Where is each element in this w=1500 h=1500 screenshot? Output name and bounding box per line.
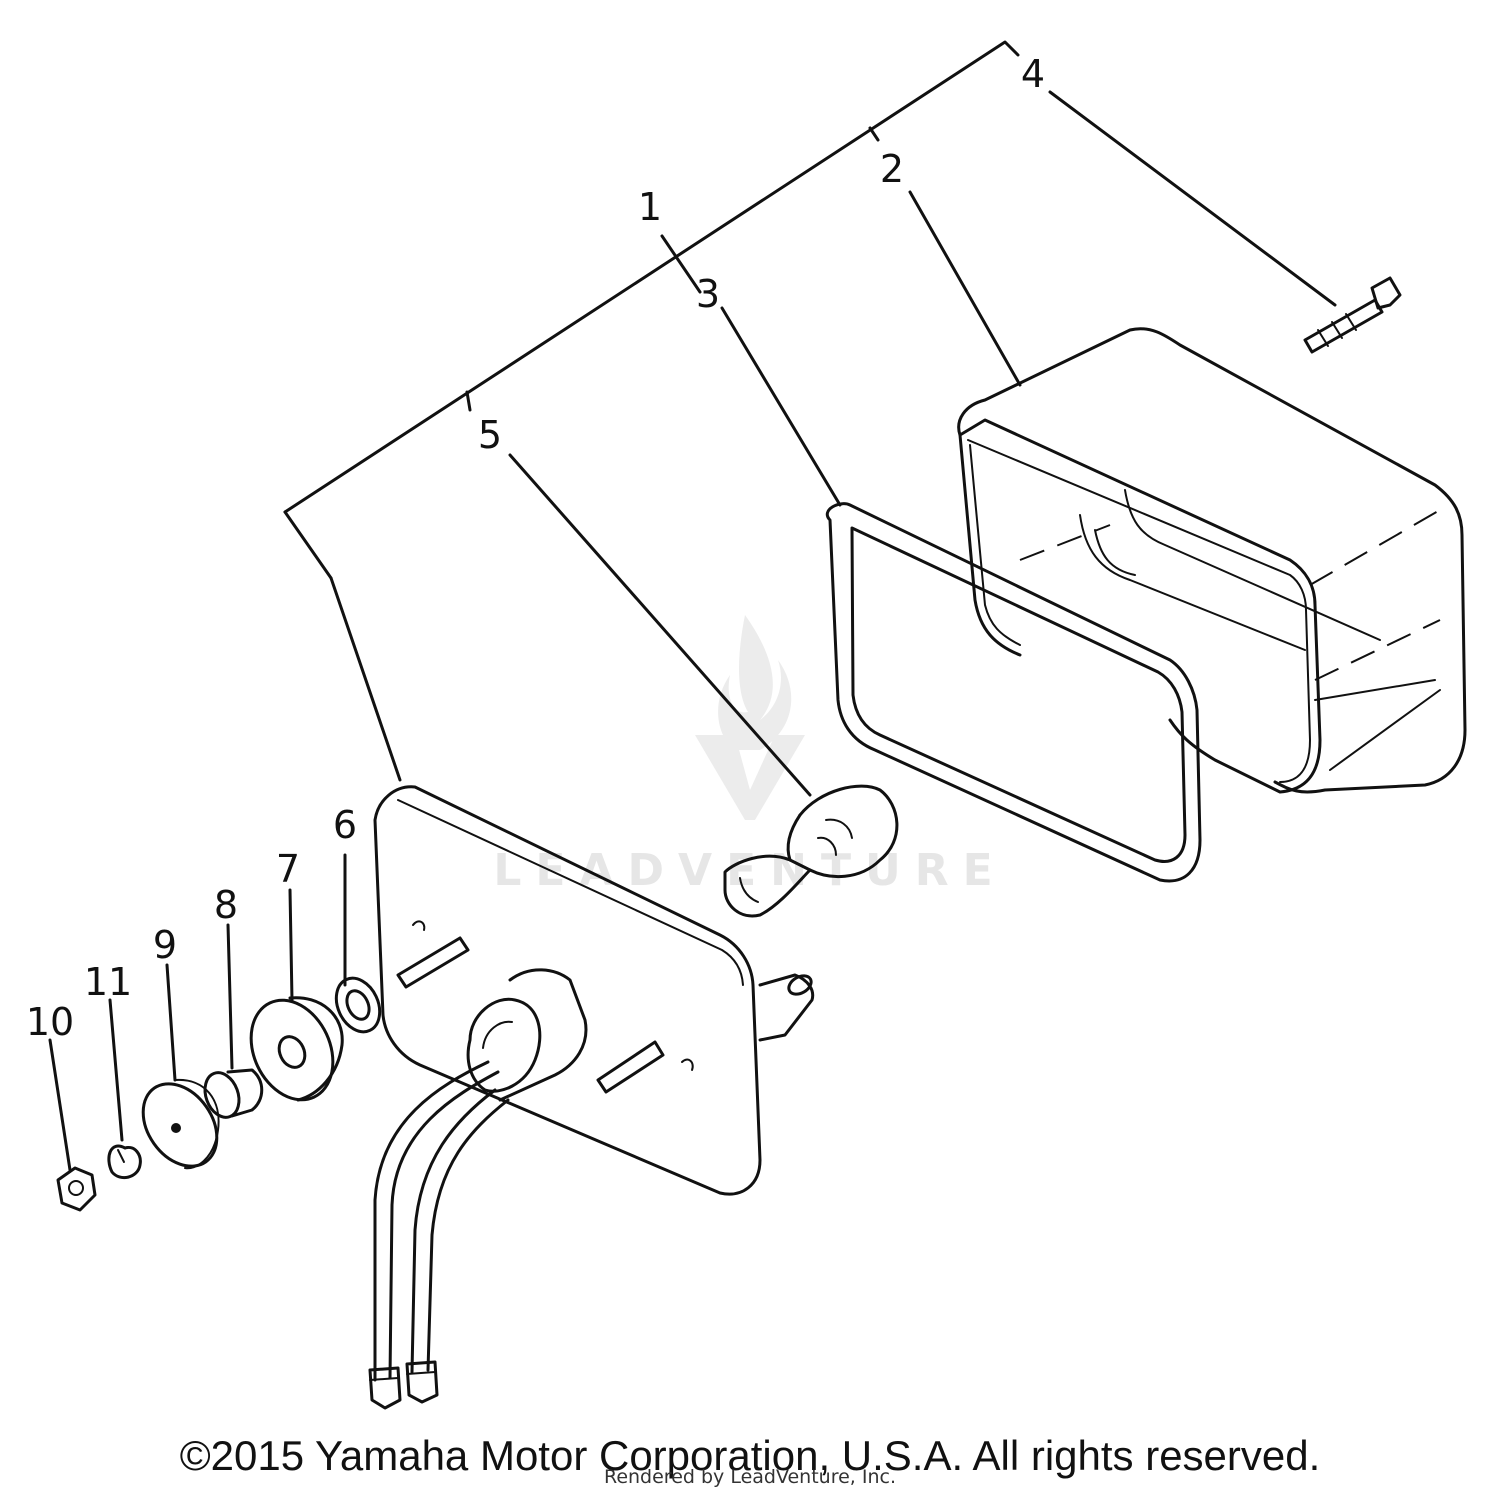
part-8-collar [203, 1068, 264, 1119]
leader-10 [48, 1038, 72, 1172]
part-label-1: 1 [638, 185, 662, 229]
part-label-7: 7 [276, 847, 300, 891]
leader-9 [165, 963, 177, 1082]
part-11-lock-washer [107, 1144, 142, 1180]
part-2-lens [957, 327, 1467, 794]
leader-4 [1048, 90, 1337, 307]
part-label-9: 9 [153, 923, 177, 967]
part-label-8: 8 [214, 883, 238, 927]
leader-11 [108, 998, 124, 1142]
part-7-grommet [249, 996, 344, 1102]
part-label-3: 3 [696, 272, 720, 316]
leader-5 [508, 453, 812, 797]
part-labels: 1 2 3 4 5 6 7 8 9 10 11 [26, 52, 1045, 1044]
part-label-2: 2 [880, 147, 904, 191]
watermark-flame-icon [718, 615, 792, 750]
part-label-11: 11 [84, 960, 132, 1004]
watermark-text: LEADVENTURE [493, 845, 1006, 896]
leader-lines [48, 90, 1337, 1172]
leader-8 [226, 923, 234, 1070]
leader-3 [720, 306, 842, 507]
part-5-bulb [723, 784, 899, 918]
part-label-6: 6 [333, 803, 357, 847]
leader-1 [660, 234, 702, 294]
part-3-gasket [826, 502, 1202, 883]
leadventure-watermark: LEADVENTURE [493, 615, 1006, 896]
assembly-bracket [283, 40, 1020, 782]
part-6-washer [334, 976, 382, 1034]
part-9-washer [141, 1078, 220, 1170]
part-10-nut [56, 1166, 97, 1212]
copyright-notice: ©2015 Yamaha Motor Corporation, U.S.A. A… [179, 1432, 1321, 1479]
part-4-screw [1303, 276, 1402, 354]
part-label-5: 5 [478, 413, 502, 457]
part-label-4: 4 [1021, 52, 1045, 96]
leader-2 [908, 190, 1022, 387]
leader-7 [288, 888, 294, 1002]
part-label-10: 10 [26, 1000, 74, 1044]
rendered-by-credit: Rendered by LeadVenture, Inc. [603, 1466, 897, 1488]
part-1-base-plate [368, 785, 815, 1410]
